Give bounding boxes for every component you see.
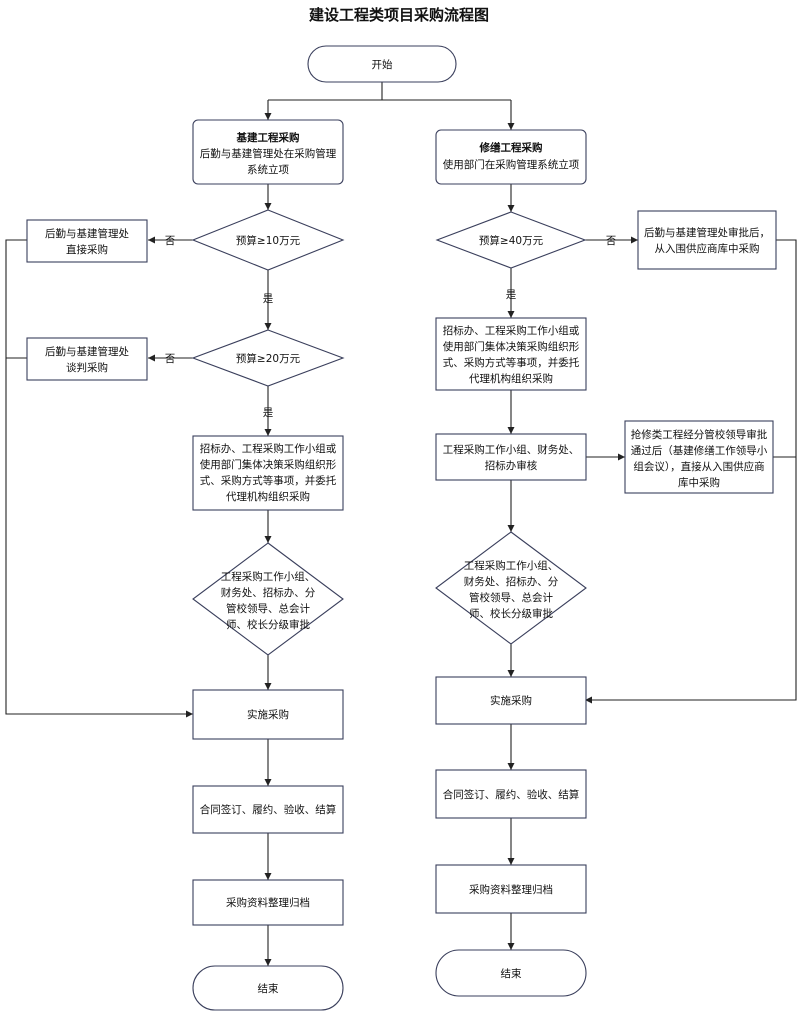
- label-no-budget20: 否: [165, 353, 176, 365]
- left-project-line-1: 后勤与基建管理处在采购管理: [200, 147, 337, 160]
- label-yes-budget10: 是: [263, 293, 274, 305]
- right-bid-org-line-3: 式、采购方式等事项，并委托: [443, 356, 580, 369]
- left-bid-org-line-1: 招标办、工程采购工作小组或: [200, 442, 337, 455]
- label-no-budget40: 否: [606, 235, 617, 247]
- right-end-label: 结束: [501, 967, 522, 980]
- right-archive-node: 采购资料整理归档: [435, 864, 587, 914]
- left-review-line-2: 财务处、招标办、分: [221, 586, 316, 599]
- right-emergency-line-4: 库中采购: [678, 476, 720, 489]
- right-project-node: 修缮工程采购 使用部门在采购管理系统立项: [435, 129, 587, 185]
- left-budget-10-label: 预算≥10万元: [236, 234, 301, 247]
- page-title: 建设工程类项目采购流程图: [309, 6, 489, 24]
- left-contract-node: 合同签订、履约、验收、结算: [192, 785, 344, 834]
- right-contract-label: 合同签订、履约、验收、结算: [443, 788, 580, 801]
- right-contract-node: 合同签订、履约、验收、结算: [435, 769, 587, 819]
- right-emergency-node: 抢修类工程经分管校领导审批 通过后（基建修缮工作领导小 组会议），直接从入围供应…: [624, 420, 774, 494]
- right-review-line-2: 财务处、招标办、分: [464, 575, 559, 588]
- right-emergency-line-3: 组会议），直接从入围供应商: [633, 460, 764, 473]
- left-review-line-1: 工程采购工作小组、: [221, 570, 316, 583]
- left-negotiate-node: 后勤与基建管理处 谈判采购: [26, 337, 148, 381]
- right-end-node: 结束: [435, 949, 587, 997]
- right-bid-org-line-1: 招标办、工程采购工作小组或: [443, 324, 580, 337]
- left-direct-line-2: 直接采购: [66, 243, 108, 256]
- label-no-budget10: 否: [165, 235, 176, 247]
- left-project-line-2: 系统立项: [247, 163, 289, 176]
- right-emergency-line-2: 通过后（基建修缮工作领导小: [631, 444, 768, 457]
- edge-start-split: [268, 82, 511, 101]
- right-review-line-3: 管校领导、总会计: [469, 591, 553, 604]
- left-implement-node: 实施采购: [192, 689, 344, 740]
- right-bid-org-node: 招标办、工程采购工作小组或 使用部门集体决策采购组织形 式、采购方式等事项，并委…: [435, 317, 587, 391]
- right-audit-line-2: 招标办审核: [485, 459, 538, 472]
- left-negotiate-line-2: 谈判采购: [66, 361, 108, 374]
- label-yes-budget20: 是: [263, 407, 274, 419]
- right-supplier-node: 后勤与基建管理处审批后， 从入围供应商库中采购: [637, 210, 777, 270]
- left-budget-20-label: 预算≥20万元: [236, 352, 301, 365]
- left-budget-10-decision: 预算≥10万元: [191, 209, 345, 271]
- right-archive-label: 采购资料整理归档: [469, 883, 553, 896]
- left-archive-label: 采购资料整理归档: [226, 896, 310, 909]
- right-audit-line-1: 工程采购工作小组、财务处、: [443, 443, 580, 456]
- left-budget-20-decision: 预算≥20万元: [191, 329, 345, 387]
- left-direct-line-1: 后勤与基建管理处: [45, 227, 129, 240]
- right-review-decision: 工程采购工作小组、 财务处、招标办、分 管校领导、总会计 师、校长分级审批: [435, 531, 587, 645]
- edges: [5, 82, 797, 966]
- left-direct-node: 后勤与基建管理处 直接采购: [26, 219, 148, 263]
- edge-right-supplier-to-implement: [585, 239, 797, 704]
- left-implement-label: 实施采购: [247, 708, 289, 721]
- left-contract-label: 合同签订、履约、验收、结算: [200, 803, 337, 816]
- right-review-line-4: 师、校长分级审批: [469, 607, 553, 620]
- edge-left-direct-to-implement: [5, 239, 193, 718]
- left-project-node: 基建工程采购 后勤与基建管理处在采购管理 系统立项: [192, 119, 344, 185]
- right-budget-40-label: 预算≥40万元: [479, 234, 544, 247]
- right-budget-40-decision: 预算≥40万元: [435, 211, 587, 269]
- left-bid-org-line-2: 使用部门集体决策采购组织形: [200, 458, 337, 471]
- left-review-decision: 工程采购工作小组、 财务处、招标办、分 管校领导、总会计 师、校长分级审批: [192, 542, 344, 656]
- left-bid-org-line-4: 代理机构组织采购: [226, 490, 310, 503]
- right-supplier-line-1: 后勤与基建管理处审批后，: [644, 226, 770, 239]
- right-project-line-1: 使用部门在采购管理系统立项: [443, 158, 580, 171]
- right-emergency-line-1: 抢修类工程经分管校领导审批: [631, 428, 768, 441]
- right-implement-label: 实施采购: [490, 694, 532, 707]
- left-bid-org-line-3: 式、采购方式等事项，并委托: [200, 474, 337, 487]
- edge-labels: 否 是 否 是 否 是: [165, 235, 617, 419]
- left-project-title: 基建工程采购: [236, 131, 300, 144]
- right-bid-org-line-4: 代理机构组织采购: [469, 372, 553, 385]
- left-review-line-3: 管校领导、总会计: [226, 602, 310, 615]
- left-negotiate-line-1: 后勤与基建管理处: [45, 345, 129, 358]
- left-archive-node: 采购资料整理归档: [192, 879, 344, 926]
- left-review-line-4: 师、校长分级审批: [226, 618, 310, 631]
- right-audit-node: 工程采购工作小组、财务处、 招标办审核: [435, 433, 587, 481]
- right-supplier-line-2: 从入围供应商库中采购: [655, 242, 760, 255]
- right-review-line-1: 工程采购工作小组、: [464, 559, 559, 572]
- right-bid-org-line-2: 使用部门集体决策采购组织形: [443, 340, 580, 353]
- right-project-title: 修缮工程采购: [479, 141, 543, 154]
- right-implement-node: 实施采购: [435, 676, 587, 725]
- left-end-node: 结束: [192, 965, 344, 1011]
- left-end-label: 结束: [258, 982, 279, 995]
- label-yes-budget40: 是: [506, 289, 517, 301]
- left-bid-org-node: 招标办、工程采购工作小组或 使用部门集体决策采购组织形 式、采购方式等事项，并委…: [192, 435, 344, 511]
- start-label: 开始: [372, 58, 393, 71]
- start-node: 开始: [307, 45, 457, 83]
